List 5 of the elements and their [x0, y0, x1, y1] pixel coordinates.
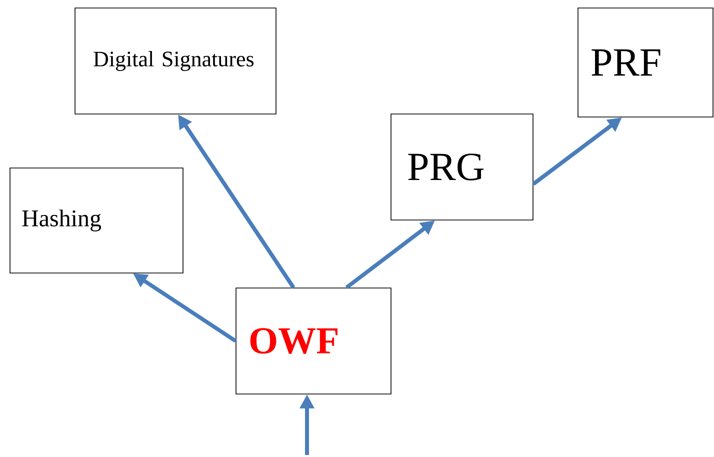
text-box: PRF: [578, 8, 714, 118]
text-box: Hashing: [10, 168, 184, 274]
text-box: Digital Signatures: [74, 8, 276, 114]
text-box: OWF: [236, 288, 392, 394]
text-box: PRG: [390, 114, 534, 220]
